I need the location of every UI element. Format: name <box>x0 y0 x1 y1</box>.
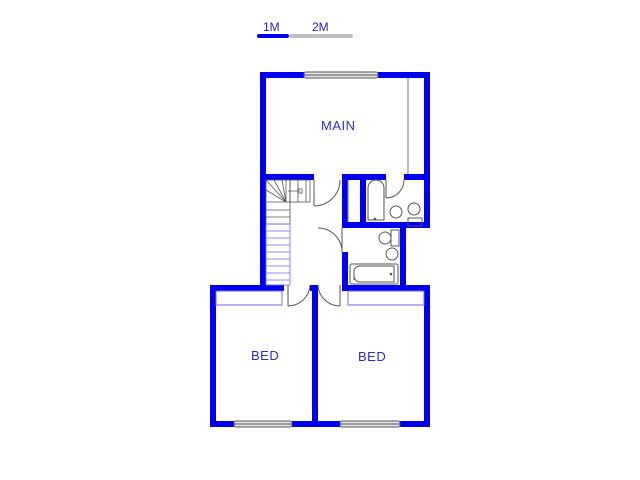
cupboards <box>215 78 425 306</box>
basin-upper <box>389 205 403 219</box>
bath-lower <box>349 263 399 285</box>
toilet-upper <box>407 202 421 216</box>
windows <box>233 71 401 428</box>
scale-label-2m: 2M <box>312 20 329 34</box>
room-label-bed-1: BED <box>251 348 280 363</box>
scale-label-1m: 1M <box>263 20 280 34</box>
doors <box>287 179 405 307</box>
scale-segment-1m <box>257 34 289 38</box>
room-label-main: MAIN <box>321 118 356 133</box>
walls <box>210 72 430 427</box>
room-label-bed-2: BED <box>358 349 387 364</box>
fixtures <box>349 179 423 285</box>
stair-lower-flight <box>265 223 291 286</box>
bath-upper <box>367 179 385 221</box>
staircase <box>265 179 311 225</box>
toilet-lower <box>378 231 392 245</box>
scale-bar: 1M 2M <box>257 20 353 40</box>
basin-lower <box>385 247 399 261</box>
scale-segment-2m <box>289 34 353 38</box>
